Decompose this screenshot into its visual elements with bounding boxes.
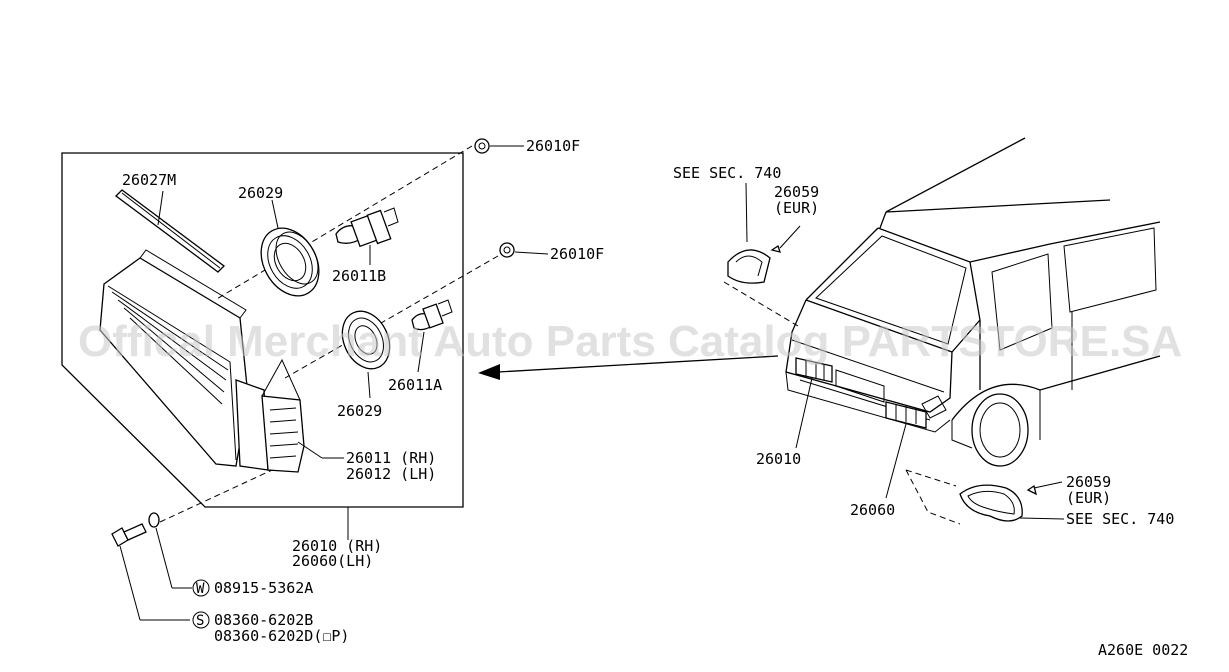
- label-assembly-lh: 26060(LH): [292, 552, 373, 570]
- label-seal-strip: 26027M: [122, 171, 176, 189]
- label-assembly-rh: 26010 (RH): [292, 537, 382, 555]
- screw-callout: S 08360-6202B 08360-6202D(☐P): [192, 611, 349, 645]
- label-van-headlamp-rh: 26010: [756, 450, 801, 468]
- label-unit-lh: 26012 (LH): [346, 465, 436, 483]
- van-headlamp-lh: [885, 401, 927, 429]
- assembly-line-screw: [159, 457, 299, 523]
- assembly-line-clip-mid: [284, 255, 499, 379]
- exploded-view: [61, 138, 549, 621]
- label-van-headlamp-lh: 26060: [850, 501, 895, 519]
- label-screw: 08360-6202B: [214, 611, 313, 629]
- label-clip-mid: 26010F: [550, 245, 604, 263]
- exploded-view-frame: [61, 152, 464, 508]
- seal-bottom-part: [959, 484, 1065, 522]
- washer-part: [148, 512, 192, 589]
- dust-cap-low-part: [341, 310, 391, 399]
- seal-strip-part: [115, 189, 225, 273]
- label-see-sec-top: SEE SEC. 740: [673, 164, 781, 182]
- label-eur-part-top: 26059: [774, 183, 819, 201]
- headlamp-unit-part: [99, 249, 323, 473]
- location-arrow: [478, 355, 779, 380]
- bulb-high-part: [335, 207, 399, 265]
- label-clip-top: 26010F: [526, 137, 580, 155]
- bulb-low-part: [411, 299, 453, 373]
- diagram-code: A260E 0022: [1098, 641, 1188, 659]
- label-eur-bottom: (EUR): [1066, 489, 1111, 507]
- seal-top-part: [727, 182, 771, 284]
- screw-part: [111, 523, 190, 621]
- label-bulb-low: 26011A: [388, 376, 442, 394]
- label-dust-cap-low: 26029: [337, 402, 382, 420]
- label-unit-rh: 26011 (RH): [346, 449, 436, 467]
- label-eur-top: (EUR): [774, 199, 819, 217]
- clip-top-part: [474, 138, 524, 154]
- dust-cap-top-part: [260, 199, 320, 297]
- clip-mid-part: [499, 242, 549, 258]
- van-headlamp-rh: [795, 357, 833, 383]
- grommet-top-part: [770, 225, 801, 253]
- label-eur-part-bottom: 26059: [1066, 473, 1111, 491]
- label-dust-cap-top: 26029: [238, 184, 283, 202]
- washer-callout: W 08915-5362A: [192, 579, 313, 597]
- washer-code-letter: W: [196, 581, 205, 597]
- label-see-sec-bottom: SEE SEC. 740: [1066, 510, 1174, 528]
- label-screw-alt: 08360-6202D(☐P): [214, 627, 349, 645]
- label-bulb-high: 26011B: [332, 267, 386, 285]
- label-washer: 08915-5362A: [214, 579, 313, 597]
- grommet-bottom-part: [1026, 481, 1063, 496]
- screw-code-letter: S: [196, 613, 204, 629]
- van-view: [723, 137, 1161, 525]
- watermark: Offical Merchant Auto Parts Catalog PART…: [78, 317, 1182, 366]
